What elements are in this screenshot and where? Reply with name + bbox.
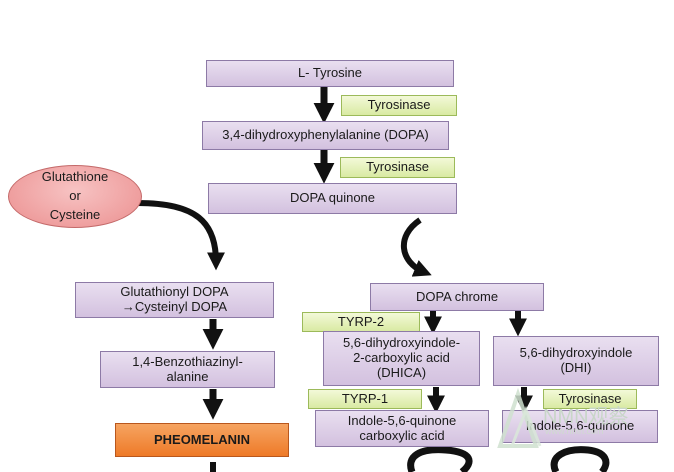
enzyme-tyrosinase-1-label: Tyrosinase bbox=[367, 97, 431, 113]
node-l-tyrosine-label: L- Tyrosine bbox=[297, 65, 363, 81]
node-dopa: 3,4-dihydroxyphenylalanine (DOPA) bbox=[202, 121, 449, 150]
node-indole-quinone-carboxylic-label: Indole-5,6-quinone carboxylic acid bbox=[347, 412, 457, 443]
node-pheomelanin-label: PHEOMELANIN bbox=[153, 431, 251, 447]
node-dopa-chrome: DOPA chrome bbox=[370, 283, 544, 311]
enzyme-tyrp2-label: TYRP-2 bbox=[337, 313, 385, 329]
node-glutathione-or-cysteine: Glutathione or Cysteine bbox=[8, 165, 142, 228]
watermark-url: www.nmn.com bbox=[545, 426, 604, 436]
watermark-text: NMN观察 bbox=[543, 406, 629, 428]
node-dopa-label: 3,4-dihydroxyphenylalanine (DOPA) bbox=[222, 127, 429, 143]
arrow-bottom-curve-right bbox=[550, 446, 610, 472]
node-glutathionyl-dopa-label: Glutathionyl DOPA →Cysteinyl DOPA bbox=[120, 284, 229, 314]
node-dopa-chrome-label: DOPA chrome bbox=[415, 288, 499, 304]
node-dhi-label: 5,6-dihydroxyindole (DHI) bbox=[519, 345, 633, 375]
node-glutathione-or-cysteine-label: Glutathione or Cysteine bbox=[41, 169, 109, 222]
node-benzothiazinyl-alanine: 1,4-Benzothiazinyl- alanine bbox=[100, 351, 275, 388]
node-dhi: 5,6-dihydroxyindole (DHI) bbox=[493, 336, 659, 386]
node-l-tyrosine: L- Tyrosine bbox=[206, 60, 454, 87]
node-indole-quinone-carboxylic: Indole-5,6-quinone carboxylic acid bbox=[315, 410, 489, 447]
node-dhica: 5,6-dihydroxyindole- 2-carboxylic acid (… bbox=[323, 331, 480, 386]
enzyme-tyrosinase-1: Tyrosinase bbox=[341, 95, 457, 116]
enzyme-tyrp1-label: TYRP-1 bbox=[341, 390, 389, 406]
watermark-logo-icon bbox=[497, 387, 542, 448]
node-dhica-label: 5,6-dihydroxyindole- 2-carboxylic acid (… bbox=[342, 335, 461, 380]
enzyme-tyrosinase-2-label: Tyrosinase bbox=[366, 159, 429, 175]
enzyme-tyrosinase-2: Tyrosinase bbox=[340, 157, 455, 178]
enzyme-tyrp2: TYRP-2 bbox=[302, 312, 420, 332]
arrow-quinone-to-chrome bbox=[401, 217, 432, 277]
node-glutathionyl-dopa: Glutathionyl DOPA →Cysteinyl DOPA bbox=[75, 282, 274, 318]
node-pheomelanin: PHEOMELANIN bbox=[115, 423, 289, 457]
node-indole-quinone-label: Indole-5,6-quinone bbox=[525, 418, 635, 434]
arrow-bottom-curve-left bbox=[407, 446, 473, 472]
node-dopa-quinone: DOPA quinone bbox=[208, 183, 457, 214]
node-benzothiazinyl-alanine-label: 1,4-Benzothiazinyl- alanine bbox=[132, 353, 243, 384]
enzyme-tyrosinase-3: Tyrosinase bbox=[543, 389, 637, 409]
enzyme-tyrosinase-3-label: Tyrosinase bbox=[558, 390, 622, 406]
enzyme-tyrp1: TYRP-1 bbox=[308, 389, 422, 409]
arrow-cysteine-to-glutathionyl bbox=[137, 200, 225, 271]
node-dopa-quinone-label: DOPA quinone bbox=[289, 190, 376, 206]
